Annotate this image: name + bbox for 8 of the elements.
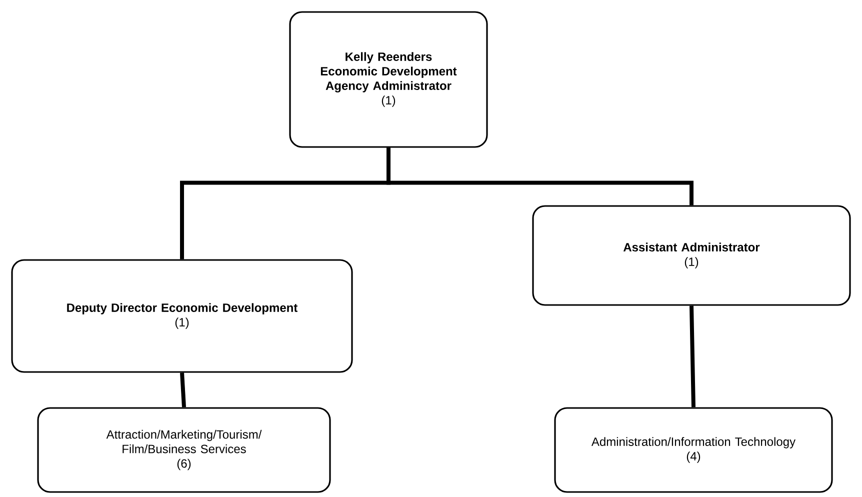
org-box: Attraction/Marketing/Tourism/ Film/Business Services (6) (37, 407, 331, 493)
connector-line (386, 148, 694, 206)
connector-line (180, 372, 186, 408)
connector-line (690, 306, 696, 408)
org-box: Assistant Administrator (1) (532, 205, 851, 306)
org-box: Deputy Director Economic Development (1) (11, 259, 353, 373)
org-box: Administration/Information Technology (4) (554, 407, 833, 493)
org-box: Kelly Reenders Economic Development Agency Administrator (1) (289, 11, 488, 148)
